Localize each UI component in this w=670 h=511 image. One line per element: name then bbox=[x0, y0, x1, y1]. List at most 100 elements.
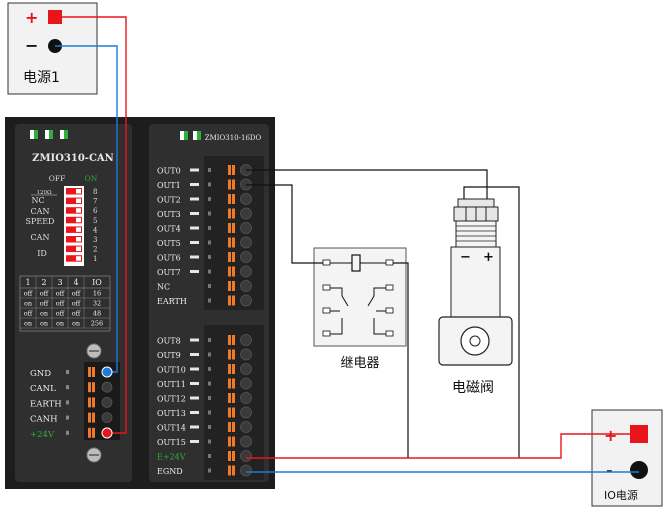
terminal-lever[interactable] bbox=[232, 165, 235, 175]
terminal-lever[interactable] bbox=[228, 436, 231, 447]
terminal-lever[interactable] bbox=[232, 194, 235, 204]
terminal-hole[interactable] bbox=[240, 265, 252, 278]
terminal-hole[interactable] bbox=[240, 193, 252, 205]
terminal-lever[interactable] bbox=[228, 465, 231, 476]
terminal-led bbox=[208, 367, 211, 371]
wire-relay-coil bbox=[393, 262, 409, 458]
led-indicator bbox=[60, 130, 64, 139]
terminal-lever[interactable] bbox=[228, 208, 231, 219]
terminal-lever[interactable] bbox=[228, 295, 231, 306]
wire-valve-minus bbox=[463, 186, 520, 458]
do-terminal-label: OUT5 bbox=[157, 239, 181, 248]
output-led bbox=[190, 226, 199, 230]
terminal-lever[interactable] bbox=[228, 378, 231, 389]
terminal-lever[interactable] bbox=[232, 295, 235, 306]
terminal-lever[interactable] bbox=[88, 382, 91, 393]
terminal-lever[interactable] bbox=[232, 281, 235, 291]
terminal-lever[interactable] bbox=[232, 349, 235, 360]
terminal-lever[interactable] bbox=[232, 393, 235, 403]
terminal-lever[interactable] bbox=[232, 179, 235, 190]
table-cell: off bbox=[56, 300, 66, 308]
terminal-lever[interactable] bbox=[92, 427, 95, 438]
table-header: 4 bbox=[73, 278, 78, 287]
dip-switch[interactable] bbox=[66, 255, 82, 262]
terminal-hole[interactable] bbox=[240, 406, 252, 419]
power1-plus-label: + bbox=[25, 8, 38, 27]
terminal-lever[interactable] bbox=[228, 179, 231, 190]
terminal-lever[interactable] bbox=[232, 252, 235, 262]
terminal-hole[interactable] bbox=[240, 421, 252, 433]
terminal-hole[interactable] bbox=[240, 435, 252, 448]
table-header: 3 bbox=[57, 278, 62, 287]
terminal-hole[interactable] bbox=[240, 450, 252, 462]
terminal-lever[interactable] bbox=[228, 194, 231, 204]
terminal-lever[interactable] bbox=[232, 266, 235, 277]
terminal-hole[interactable] bbox=[240, 280, 252, 292]
terminal-hole[interactable] bbox=[240, 377, 252, 390]
terminal-lever[interactable] bbox=[232, 237, 235, 248]
terminal-lever[interactable] bbox=[232, 364, 235, 374]
terminal-lever[interactable] bbox=[228, 281, 231, 291]
power-supply-1: + − 电源1 bbox=[7, 2, 98, 95]
dip-switch[interactable] bbox=[66, 197, 82, 205]
table-cell: off bbox=[72, 310, 82, 318]
terminal-lever[interactable] bbox=[88, 427, 91, 438]
terminal-lever[interactable] bbox=[228, 335, 231, 345]
terminal-lever[interactable] bbox=[228, 237, 231, 248]
terminal-lever[interactable] bbox=[228, 451, 231, 461]
do-terminal-label: OUT15 bbox=[157, 438, 186, 447]
terminal-lever[interactable] bbox=[232, 422, 235, 432]
terminal-hole[interactable] bbox=[240, 222, 252, 234]
terminal-lever[interactable] bbox=[92, 367, 95, 377]
terminal-lever[interactable] bbox=[232, 436, 235, 447]
terminal-lever[interactable] bbox=[228, 252, 231, 262]
terminal-lever[interactable] bbox=[232, 451, 235, 461]
terminal-lever[interactable] bbox=[228, 223, 231, 233]
terminal-lever[interactable] bbox=[232, 223, 235, 233]
dip-switch[interactable] bbox=[66, 245, 82, 253]
terminal-hole[interactable] bbox=[240, 251, 252, 263]
terminal-lever[interactable] bbox=[228, 165, 231, 175]
terminal-lever[interactable] bbox=[232, 407, 235, 418]
terminal-hole[interactable] bbox=[240, 207, 252, 220]
terminal-hole[interactable] bbox=[101, 381, 113, 393]
dip-switch[interactable] bbox=[66, 236, 82, 243]
dip-label-speed: SPEED bbox=[26, 217, 55, 226]
led-indicator bbox=[64, 130, 68, 139]
terminal-hole[interactable] bbox=[101, 396, 113, 408]
terminal-lever[interactable] bbox=[232, 208, 235, 219]
terminal-hole[interactable] bbox=[240, 294, 252, 307]
terminal-lever[interactable] bbox=[228, 349, 231, 360]
terminal-hole[interactable] bbox=[101, 412, 113, 424]
terminal-hole[interactable] bbox=[240, 348, 252, 361]
terminal-lever[interactable] bbox=[88, 412, 91, 423]
dip-switch[interactable] bbox=[66, 188, 82, 195]
terminal-led bbox=[208, 425, 211, 429]
terminal-lever[interactable] bbox=[92, 412, 95, 423]
terminal-lever[interactable] bbox=[228, 407, 231, 418]
terminal-hole[interactable] bbox=[240, 464, 252, 477]
table-cell: on bbox=[24, 300, 32, 308]
terminal-hole[interactable] bbox=[240, 392, 252, 404]
terminal-lever[interactable] bbox=[232, 335, 235, 345]
terminal-lever[interactable] bbox=[228, 266, 231, 277]
terminal-lever[interactable] bbox=[228, 364, 231, 374]
terminal-lever[interactable] bbox=[232, 378, 235, 389]
terminal-lever[interactable] bbox=[92, 397, 95, 408]
terminal-hole[interactable] bbox=[240, 363, 252, 375]
dip-switch[interactable] bbox=[66, 207, 82, 214]
terminal-hole[interactable] bbox=[240, 334, 252, 346]
terminal-lever[interactable] bbox=[228, 422, 231, 432]
output-led bbox=[190, 396, 199, 400]
dip-switch[interactable] bbox=[66, 216, 82, 224]
terminal-hole[interactable] bbox=[240, 236, 252, 249]
do-terminal-label: OUT3 bbox=[157, 210, 181, 219]
terminal-lever[interactable] bbox=[228, 393, 231, 403]
led-indicator bbox=[197, 131, 201, 140]
terminal-lever[interactable] bbox=[232, 465, 235, 476]
terminal-lever[interactable] bbox=[88, 397, 91, 408]
terminal-led bbox=[208, 454, 211, 458]
terminal-lever[interactable] bbox=[88, 367, 91, 377]
terminal-lever[interactable] bbox=[92, 382, 95, 393]
dip-switch[interactable] bbox=[66, 226, 82, 233]
